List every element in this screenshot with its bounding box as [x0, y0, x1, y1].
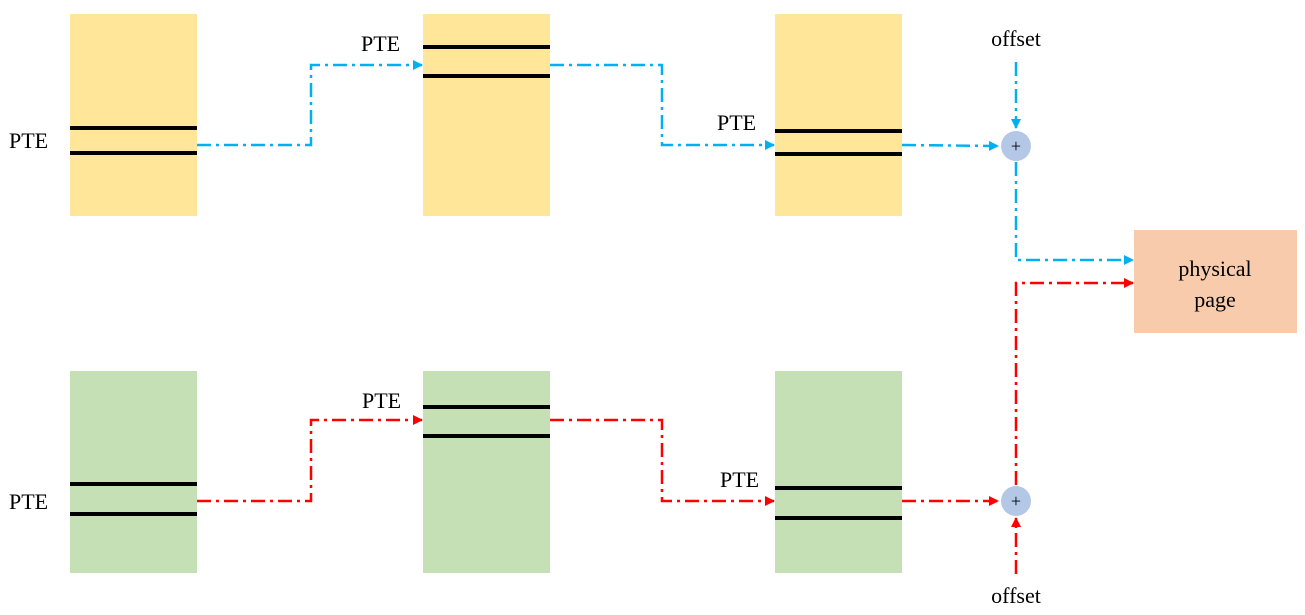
- physical-page-label-line1: physical: [1178, 256, 1251, 281]
- bottom-path-level2-to-level3: [550, 418, 775, 506]
- pte-label: PTE: [361, 31, 400, 56]
- bottom-path-adder-to-physical-page: [1014, 278, 1134, 485]
- physical-page-rect: [1134, 230, 1297, 333]
- bottom-path-level1-to-level2: [197, 415, 423, 503]
- top-path-level1-to-level2: [197, 60, 423, 147]
- top-table-level-1: [70, 14, 197, 216]
- physical-page-label-line2: page: [1194, 287, 1236, 312]
- pte-label: PTE: [9, 489, 48, 514]
- pte-label: PTE: [720, 467, 759, 492]
- pte-label: PTE: [362, 388, 401, 413]
- pte-label: PTE: [717, 110, 756, 135]
- plus-icon: +: [1011, 136, 1021, 156]
- bottom-adder: [1001, 486, 1031, 516]
- plus-icon: +: [1011, 491, 1021, 511]
- offset-label: offset: [991, 583, 1041, 608]
- top-table-level-2: [423, 14, 550, 216]
- bottom-table-level-1: [70, 371, 197, 573]
- top-walk: PTE PTE PTE + offset: [9, 14, 1134, 265]
- physical-page-box: physical page: [1134, 230, 1297, 333]
- bottom-walk: PTE PTE PTE + offset: [9, 278, 1134, 608]
- top-path-level2-to-level3: [550, 63, 775, 150]
- top-adder: [1001, 131, 1031, 161]
- offset-label: offset: [991, 26, 1041, 51]
- bottom-table-level-3: [775, 371, 902, 573]
- top-path-level3-to-adder: [901, 140, 999, 151]
- top-path-adder-to-physical-page: [1014, 162, 1134, 265]
- pte-label: PTE: [9, 128, 48, 153]
- top-table-level-3: [775, 14, 902, 216]
- bottom-table-level-2: [423, 371, 550, 573]
